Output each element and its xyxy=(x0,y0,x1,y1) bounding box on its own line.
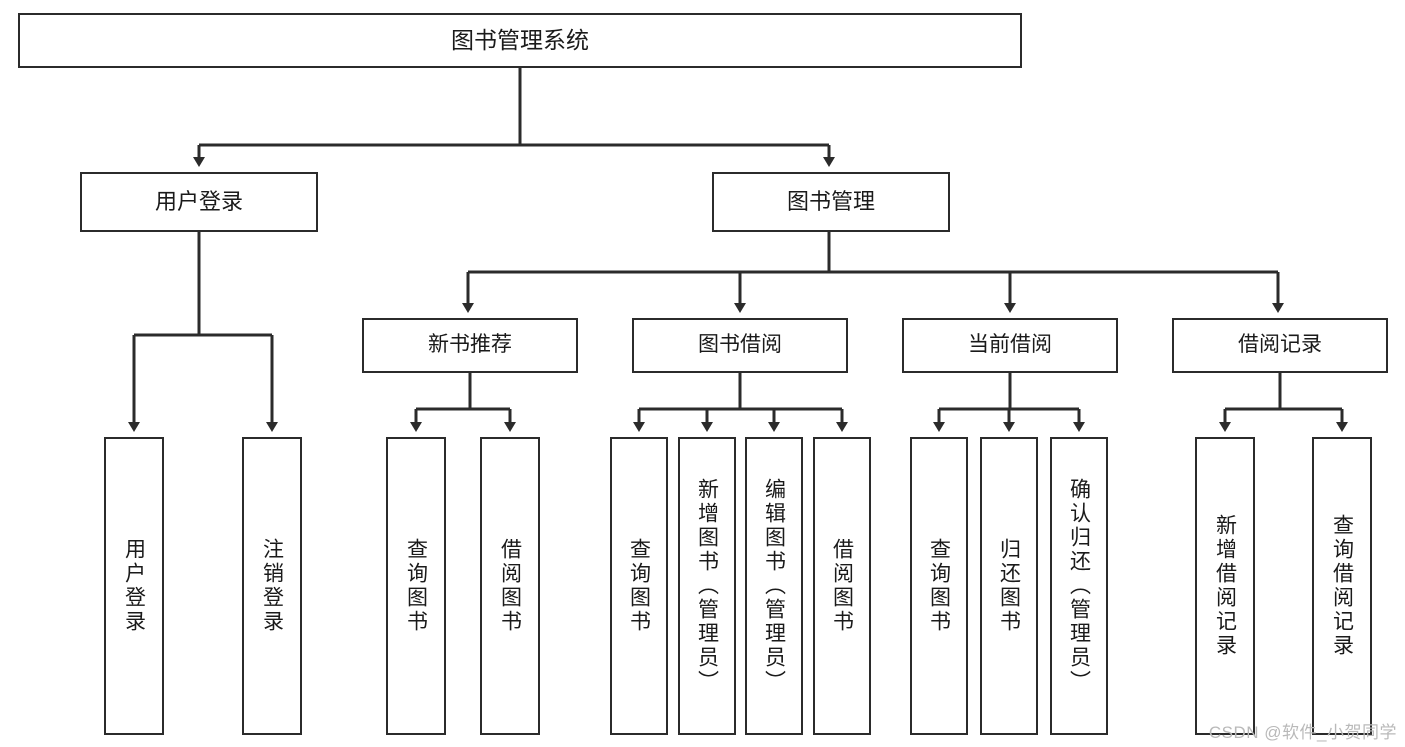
leaf-query-book-current[interactable]: 查询图书 xyxy=(910,437,968,735)
node-borrow-record[interactable]: 借阅记录 xyxy=(1172,318,1388,373)
leaf-label: 查询图书 xyxy=(927,538,951,634)
leaf-query-book-borrow[interactable]: 查询图书 xyxy=(610,437,668,735)
leaf-query-borrow-record[interactable]: 查询借阅记录 xyxy=(1312,437,1372,735)
leaf-label: 查询图书 xyxy=(404,538,428,634)
node-root-label: 图书管理系统 xyxy=(451,26,589,53)
leaf-label: 编辑图书（管理员） xyxy=(762,478,786,694)
leaf-label: 查询借阅记录 xyxy=(1330,514,1354,658)
node-new-book-recommend-label: 新书推荐 xyxy=(428,333,512,357)
leaf-query-book-newbook[interactable]: 查询图书 xyxy=(386,437,446,735)
leaf-user-login[interactable]: 用户登录 xyxy=(104,437,164,735)
leaf-label: 注销登录 xyxy=(260,538,284,634)
leaf-label: 查询图书 xyxy=(627,538,651,634)
leaf-label: 借阅图书 xyxy=(830,538,854,634)
leaf-edit-book-admin[interactable]: 编辑图书（管理员） xyxy=(745,437,803,735)
node-new-book-recommend[interactable]: 新书推荐 xyxy=(362,318,578,373)
node-book-management[interactable]: 图书管理 xyxy=(712,172,950,232)
leaf-borrow-book[interactable]: 借阅图书 xyxy=(813,437,871,735)
node-user-login[interactable]: 用户登录 xyxy=(80,172,318,232)
node-user-login-label: 用户登录 xyxy=(154,189,243,215)
leaf-add-borrow-record[interactable]: 新增借阅记录 xyxy=(1195,437,1255,735)
node-book-borrow-label: 图书借阅 xyxy=(698,333,782,357)
watermark-text: CSDN @软件_小贺同学 xyxy=(1208,723,1397,742)
leaf-user-logout[interactable]: 注销登录 xyxy=(242,437,302,735)
leaf-label: 新增图书（管理员） xyxy=(695,478,719,694)
leaf-add-book-admin[interactable]: 新增图书（管理员） xyxy=(678,437,736,735)
leaf-label: 归还图书 xyxy=(997,538,1021,634)
node-root[interactable]: 图书管理系统 xyxy=(18,13,1022,68)
leaf-label: 新增借阅记录 xyxy=(1213,514,1237,658)
leaf-borrow-book-newbook[interactable]: 借阅图书 xyxy=(480,437,540,735)
leaf-label: 用户登录 xyxy=(122,538,146,634)
leaf-return-book[interactable]: 归还图书 xyxy=(980,437,1038,735)
leaf-label: 借阅图书 xyxy=(498,538,522,634)
leaf-confirm-return-admin[interactable]: 确认归还（管理员） xyxy=(1050,437,1108,735)
node-borrow-record-label: 借阅记录 xyxy=(1238,333,1322,357)
leaf-label: 确认归还（管理员） xyxy=(1067,478,1091,694)
node-current-borrow[interactable]: 当前借阅 xyxy=(902,318,1118,373)
node-book-borrow[interactable]: 图书借阅 xyxy=(632,318,848,373)
node-current-borrow-label: 当前借阅 xyxy=(968,333,1052,357)
node-book-management-label: 图书管理 xyxy=(786,189,875,215)
